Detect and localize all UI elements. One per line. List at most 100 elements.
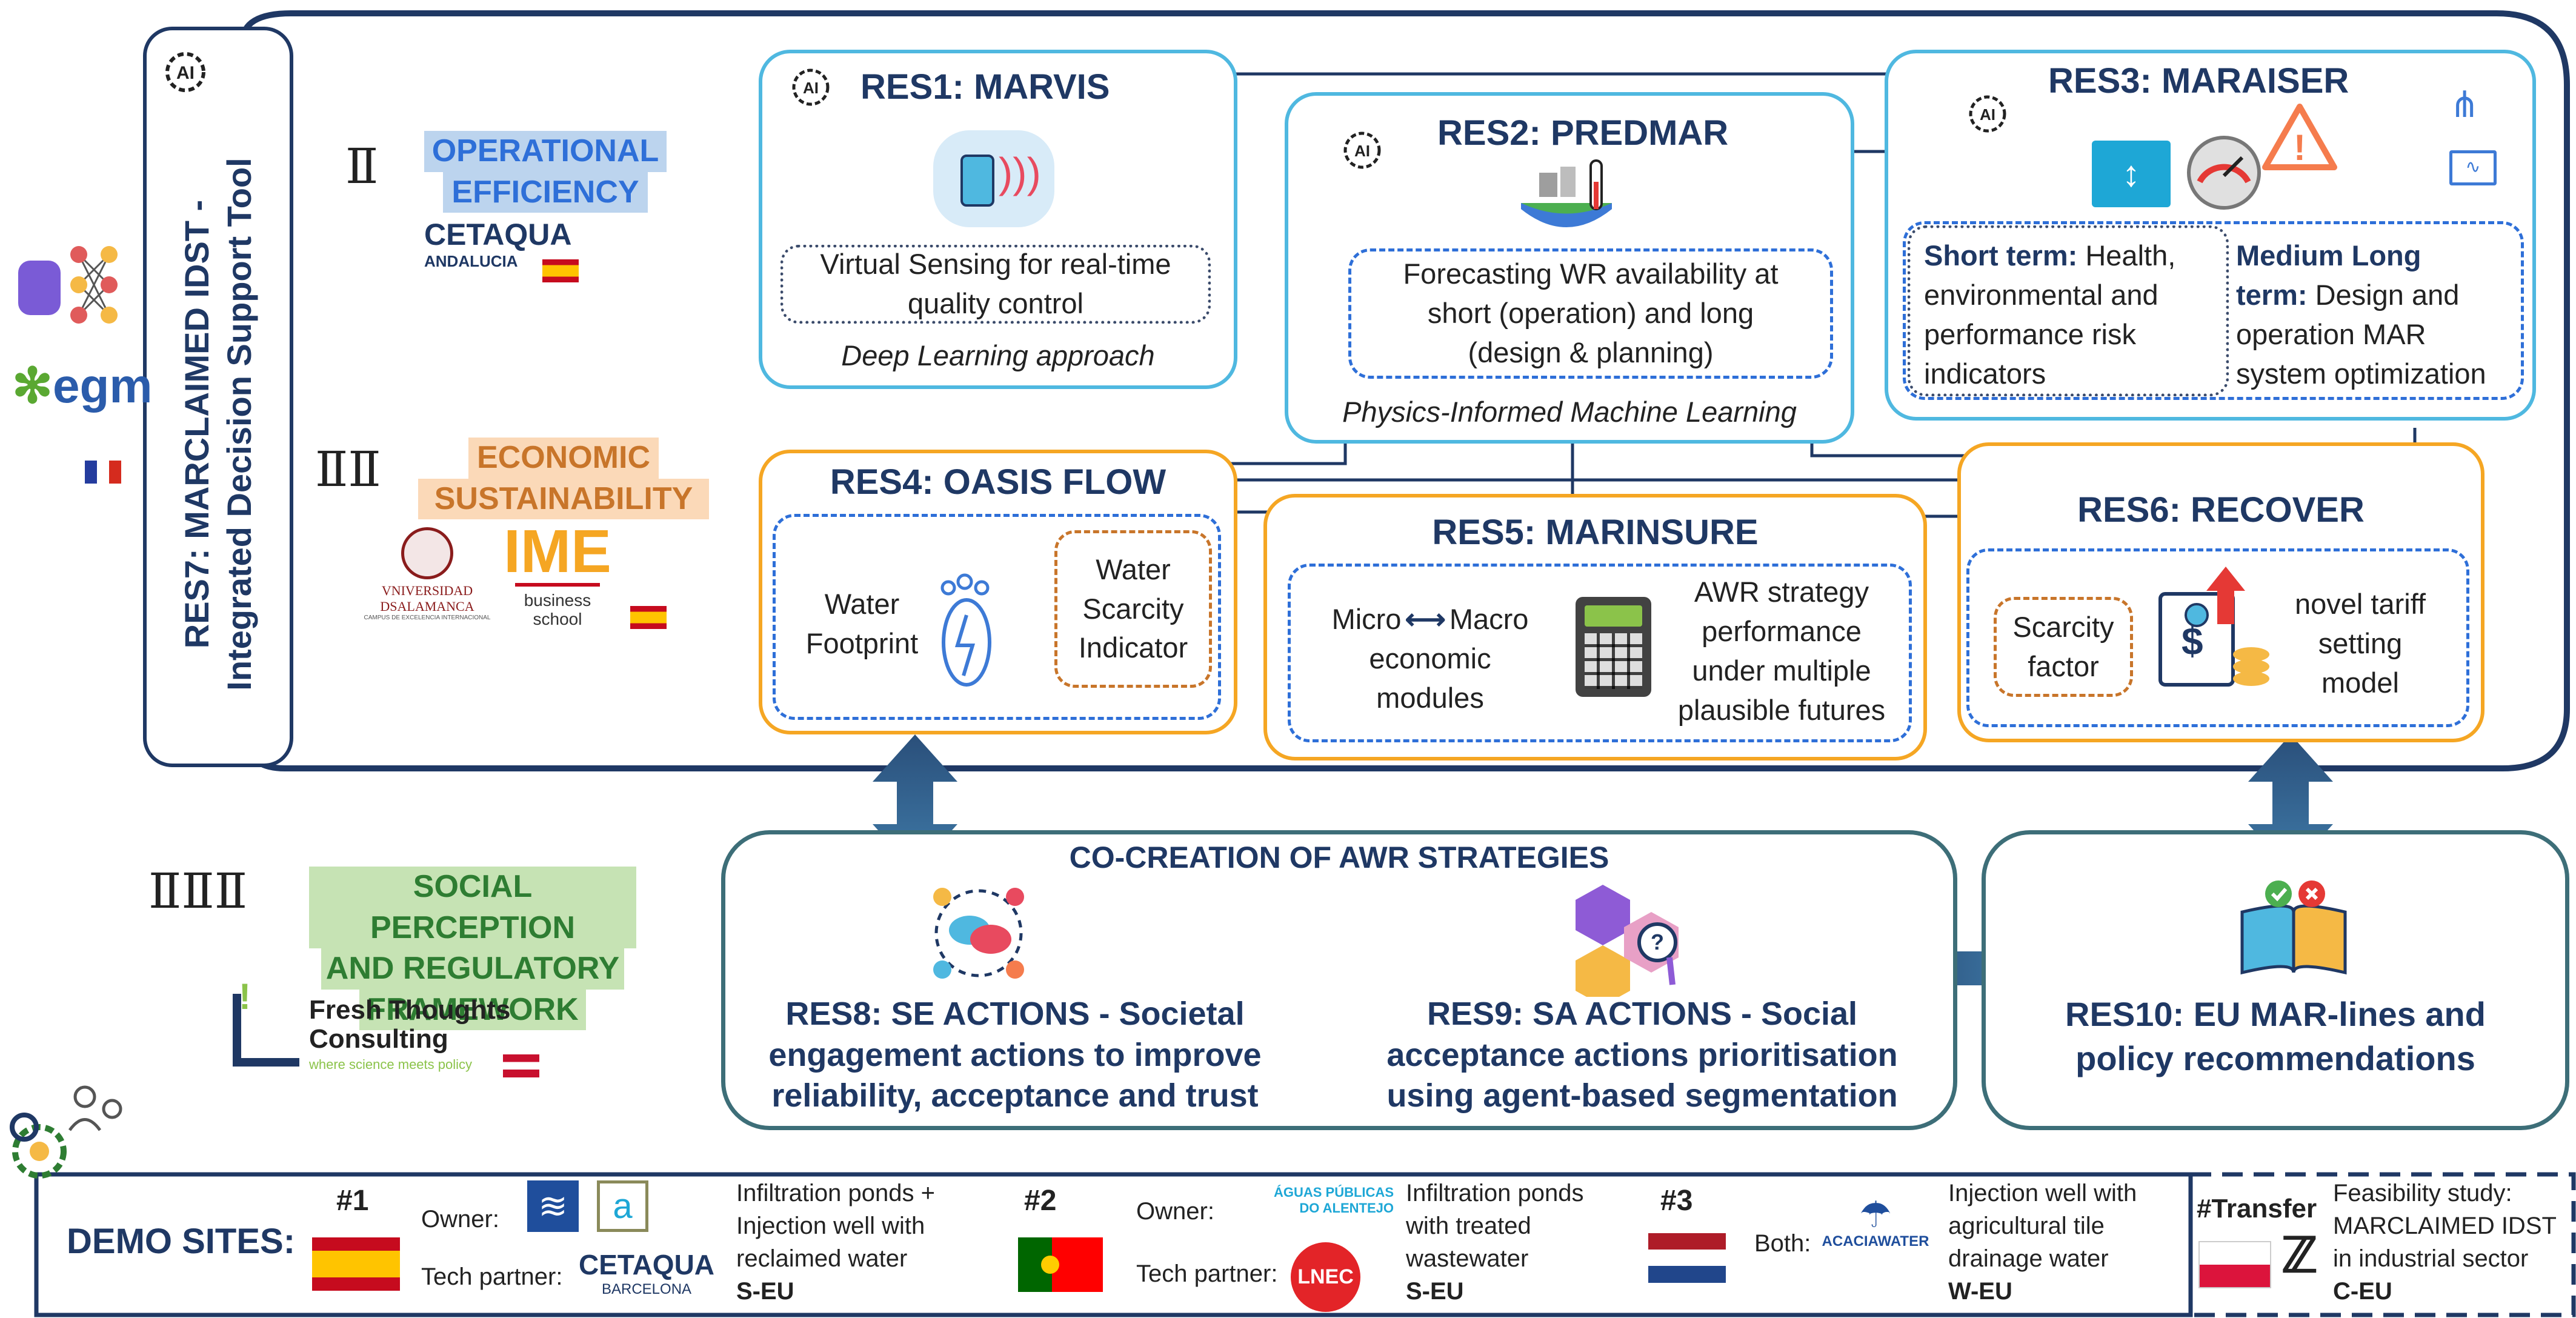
demo1-tech-logo-text: CETAQUA [579,1249,715,1280]
demo1-owner-logo-icon: ≋ [527,1180,579,1232]
demo2-d3: wastewater [1406,1245,1529,1272]
demo2-tech-logo-text: LNEC [1297,1265,1354,1288]
res6-n2: setting [2318,627,2403,659]
cocreation-title: CO-CREATION OF AWR STRATEGIES [1069,840,1609,874]
res3-short-bold: Short term: [1924,239,2078,271]
ime-text: IME [504,518,611,585]
res3-box [1885,50,2536,421]
demo3-d3: drainage water [1948,1245,2109,1272]
demo2-d2: with treated [1406,1213,1531,1239]
res6-tariff-icon: $ [2154,564,2275,694]
res2-desc-box: Forecasting WR availability at short (op… [1348,248,1833,379]
res3-title: RES3: MARAISER [2048,61,2349,101]
res10-line2: policy recommendations [2075,1039,2475,1077]
demo1-d1: Infiltration ponds + [736,1180,935,1207]
demo3-logo-text: ACACIAWATER [1822,1233,1929,1250]
salamanca-text3: CAMPUS DE EXCELENCIA INTERNACIONAL [364,614,491,621]
flag-austria [503,1054,539,1077]
ime-logo: IME business school [497,521,618,629]
demo1-tech-label: Tech partner: [421,1263,563,1290]
svg-text:AI: AI [803,79,819,97]
res4-scarcity-box: Water Scarcity Indicator [1054,530,1212,688]
res3-med3: system optimization [2236,357,2486,390]
res7-bar [143,27,293,767]
demo1-desc: Infiltration ponds + Injection well with… [736,1177,935,1308]
res5-awr: AWR strategy performance under multiple … [1660,573,1903,730]
demo2-desc: Infiltration ponds with treated wastewat… [1406,1177,1584,1308]
res3-short2: environmental and [1924,278,2158,311]
svg-text:AI: AI [1354,142,1370,160]
egm-logo: ✻egm [12,358,153,414]
demo2-tech-label: Tech partner: [1136,1260,1278,1287]
res3-med2: operation MAR [2236,318,2426,350]
svg-text:AI: AI [1980,105,1995,124]
res5-m2: economic [1369,642,1491,674]
res5-calculator-icon [1576,597,1651,697]
res1-sensor-icon: ))) [933,130,1054,227]
salamanca-logo: VNIVERSIDAD DSALAMANCA CAMPUS DE EXCELEN… [358,527,497,621]
res7-line2: Integrated Decision Support Tool [220,158,258,691]
transfer-region: C-EU [2333,1278,2392,1305]
res1-method: Deep Learning approach [841,339,1155,371]
cetaqua-sub: ANDALUCIA [424,252,518,270]
transfer-frame [2188,1172,2576,1317]
res4-footprint-icon [933,573,1000,691]
res5-desc-box [1288,564,1912,742]
res4-wf2: Footprint [805,627,919,659]
res2-earth-thermometer-icon [1515,155,1618,248]
res10-book-icon [2236,876,2351,982]
flag-spain-2 [630,606,667,629]
demo3-both-label: Both: [1754,1230,1811,1257]
res5-macro: Macro [1449,603,1529,635]
fresh-thoughts-logo: ! Fresh Thoughts Consulting where scienc… [230,976,570,1079]
flag-spain-1 [542,259,579,282]
demo3-num: #3 [1660,1185,1693,1217]
res3-circuit-icon: ⋔ [2449,84,2480,125]
res5-a4: plausible futures [1677,693,1886,726]
pillar-economic-sustainability: ECONOMIC SUSTAINABILITY [418,438,709,520]
transfer-d2: MARCLAIMED IDST [2333,1213,2557,1239]
demo1-tech-logo-sub: BARCELONA [601,1281,692,1297]
cetaqua-text: CETAQUA [424,218,572,251]
res3-medium-term: Medium Long term: Design and operation M… [2236,236,2486,393]
res6-s2: factor [2028,650,2099,682]
demo2-d1: Infiltration ponds [1406,1180,1584,1207]
svg-text:!: ! [2294,127,2306,168]
res2-desc2: short (operation) and long [1427,297,1754,330]
demo3-desc: Injection well with agricultural tile dr… [1948,1177,2137,1308]
res3-gauge-icon [2185,133,2263,215]
res6-n3: model [2321,666,2399,699]
res6-s1: Scarcity [2012,610,2114,643]
svg-text:AI: AI [176,63,195,83]
res3-med-bold2: term: [2236,278,2308,311]
demo1-d2: Injection well with [736,1213,925,1239]
ime-sub1: business [524,591,591,610]
demo2-owner-logo: ÁGUAS PÚBLICAS DO ALENTEJO [1218,1185,1394,1216]
demo3-d1: Injection well with [1948,1180,2137,1207]
res3-short1: Health, [2077,239,2176,271]
transfer-desc: Feasibility study: MARCLAIMED IDST in in… [2333,1177,2557,1308]
res4-ws3: Indicator [1078,631,1188,664]
pillar2-line1: ECONOMIC [468,438,659,479]
res8-text: RES8: SE ACTIONS - Societal engagement a… [724,994,1306,1117]
transfer-label: #Transfer [2197,1194,2317,1223]
pillar-social-perception: SOCIAL PERCEPTION AND REGULATORY FRAMEWO… [309,867,636,1031]
people-gears-icon [6,1079,127,1185]
demo-sites-label: DEMO SITES: [67,1222,296,1261]
res9-text: RES9: SA ACTIONS - Social acceptance act… [1327,994,1957,1117]
res7-ai-icon: AI [149,39,222,108]
res7-line1: RES7: MARCLAIMED IDST - [178,199,216,649]
res4-water-footprint: Water Footprint [791,585,933,664]
res6-tariff: novel tariff setting model [2269,585,2451,703]
res9-line2: acceptance actions prioritisation [1386,1036,1898,1073]
pillar-operational-efficiency: OPERATIONAL EFFICIENCY [424,131,667,213]
demo2-owner-logo1: ÁGUAS PÚBLICAS [1273,1185,1394,1200]
res10-text: RES10: EU MAR-lines and policy recommend… [1982,993,2569,1081]
flag-netherlands-demo3 [1648,1233,1726,1283]
res3-short-term: Short term: Health, environmental and pe… [1924,236,2175,393]
pillar3-line1: SOCIAL PERCEPTION [309,867,636,949]
fresh-thoughts-mark-icon [233,994,299,1067]
fresh-thoughts-exclaim-icon: ! [239,976,251,1017]
res1-ai-icon: AI [782,58,842,119]
demo1-owner-logo2-icon: a [597,1180,648,1232]
